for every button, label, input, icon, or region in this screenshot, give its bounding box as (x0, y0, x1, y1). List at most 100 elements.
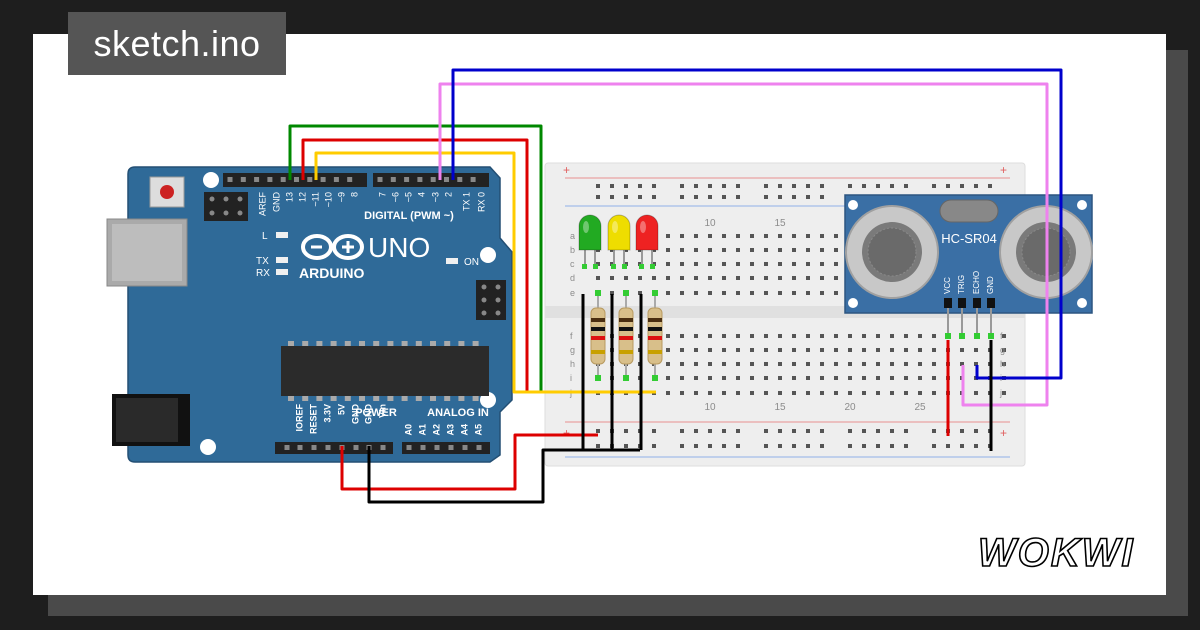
header-pin[interactable] (417, 177, 423, 182)
breadboard-hole (904, 184, 908, 188)
icsp-header-right (476, 280, 506, 320)
row-label-g-right: g (1000, 345, 1005, 355)
header-pin[interactable] (390, 177, 396, 182)
digital-pin-label: 7 (377, 192, 387, 197)
breadboard-hole (694, 348, 698, 352)
wire-black-gnd (367, 446, 598, 504)
header-pin[interactable] (240, 177, 246, 182)
led-green[interactable] (578, 214, 602, 269)
header-pin[interactable] (404, 177, 410, 182)
breadboard-hole (1002, 334, 1006, 338)
breadboard-hole (708, 276, 712, 280)
column-label-top-10: 10 (704, 218, 716, 229)
breadboard-hole (848, 334, 852, 338)
header-pin[interactable] (380, 445, 386, 450)
digital-pin-label: TX 1 (461, 192, 471, 211)
breadboard-hole (876, 391, 880, 395)
header-pin[interactable] (297, 445, 303, 450)
breadboard-hole (764, 334, 768, 338)
breadboard-hole (736, 276, 740, 280)
breadboard-hole (820, 291, 824, 295)
breadboard-hole (666, 334, 670, 338)
rail-plus-top: + (563, 163, 570, 177)
breadboard-hole (918, 348, 922, 352)
breadboard-hole (722, 248, 726, 252)
header-pin[interactable] (448, 445, 454, 450)
row-label-f-right: f (1000, 331, 1003, 341)
breadboard-hole (722, 291, 726, 295)
breadboard-hole (736, 348, 740, 352)
header-pin[interactable] (420, 445, 426, 450)
breadboard-hole (750, 234, 754, 238)
header-pin[interactable] (325, 445, 331, 450)
breadboard-hole (806, 184, 810, 188)
breadboard-hole (806, 348, 810, 352)
chip-leg (430, 341, 436, 346)
header-pin[interactable] (294, 177, 299, 182)
header-pin[interactable] (307, 177, 313, 182)
digital-pin-label: ~5 (403, 192, 413, 202)
header-pin[interactable] (254, 177, 260, 182)
breadboard-hole (708, 248, 712, 252)
header-pin[interactable] (347, 177, 353, 182)
header-pin[interactable] (280, 177, 286, 182)
crystal-oscillator (939, 199, 999, 223)
header-pin[interactable] (430, 177, 436, 182)
breadboard-hole (680, 362, 684, 366)
led-on (446, 258, 458, 264)
breadboard-hole (722, 184, 726, 188)
column-label-bottom-15: 15 (774, 402, 786, 413)
breadboard-hole (680, 444, 684, 448)
header-pin[interactable] (470, 177, 476, 182)
header-pin[interactable] (284, 445, 290, 450)
digital-pin-label: ~3 (430, 192, 440, 202)
breadboard-hole (778, 184, 782, 188)
header-pin[interactable] (377, 177, 383, 182)
header-pin[interactable] (311, 445, 317, 450)
header-pin[interactable] (457, 177, 463, 182)
wire-yellow-pin10 (314, 151, 656, 394)
header-pin[interactable] (434, 445, 440, 450)
breadboard-hole (806, 248, 810, 252)
led-red[interactable] (635, 214, 659, 269)
breadboard-hole (750, 276, 754, 280)
resistors (590, 290, 663, 381)
led-yellow[interactable] (607, 214, 631, 269)
reset-button-cap[interactable] (160, 185, 174, 199)
breadboard-hole (694, 195, 698, 199)
header-pin[interactable] (353, 445, 359, 450)
breadboard-hole (764, 291, 768, 295)
analog-label: ANALOG IN (427, 407, 489, 419)
header-pin[interactable] (320, 177, 326, 182)
header-pin[interactable] (227, 177, 233, 182)
breadboard-hole (946, 184, 950, 188)
breadboard-hole (778, 444, 782, 448)
header-pin[interactable] (476, 445, 482, 450)
breadboard-hole (792, 276, 796, 280)
breadboard-hole (932, 348, 936, 352)
breadboard-hole (876, 334, 880, 338)
breadboard-hole (694, 429, 698, 433)
wires (288, 68, 1063, 504)
breadboard-hole (834, 391, 838, 395)
breadboard-hole (722, 348, 726, 352)
breadboard-hole (708, 291, 712, 295)
header-pin[interactable] (267, 177, 273, 182)
breadboard-hole (722, 262, 726, 266)
power-header (275, 442, 393, 454)
board-brand: ARDUINO (299, 265, 364, 281)
header-pin[interactable] (462, 445, 468, 450)
column-label-bottom-10: 10 (704, 402, 716, 413)
header-pin[interactable] (333, 177, 339, 182)
breadboard-hole (638, 184, 642, 188)
breadboard-hole (792, 444, 796, 448)
breadboard-hole (974, 362, 978, 366)
breadboard-hole (778, 234, 782, 238)
header-pin[interactable] (406, 445, 412, 450)
wire-black-led-ground (581, 294, 640, 452)
header-pin[interactable] (444, 177, 449, 182)
breadboard-hole (904, 376, 908, 380)
